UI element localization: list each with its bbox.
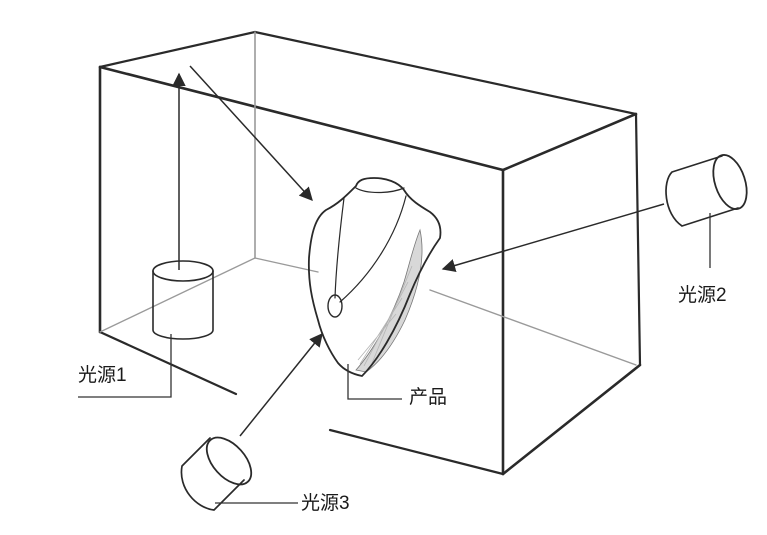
light-source-1 — [152, 72, 214, 340]
light-source-3 — [180, 332, 323, 511]
label-light-source-3: 光源3 — [301, 493, 350, 514]
light-ray-to-product — [189, 65, 313, 201]
light-ray-upward — [239, 332, 323, 437]
leader-light-1 — [78, 334, 172, 398]
box-back-edge — [429, 289, 637, 366]
label-product: 产品 — [409, 387, 448, 408]
leader-product — [347, 364, 402, 400]
product-bust — [307, 177, 442, 377]
box-edge — [328, 428, 505, 476]
box-edge — [98, 330, 238, 396]
light-box — [98, 30, 642, 476]
box-back-edge — [99, 257, 256, 333]
box-edge — [501, 112, 638, 172]
box-edge — [501, 363, 642, 476]
box-back-edge — [254, 257, 319, 273]
box-edge — [634, 112, 642, 367]
box-edge — [253, 30, 638, 116]
box-edge — [98, 30, 257, 69]
label-light-source-1: 光源1 — [78, 365, 127, 386]
label-light-source-2: 光源2 — [678, 285, 727, 306]
box-edge — [98, 65, 505, 172]
light-source-2 — [441, 154, 748, 273]
light-ray-left — [441, 203, 665, 273]
